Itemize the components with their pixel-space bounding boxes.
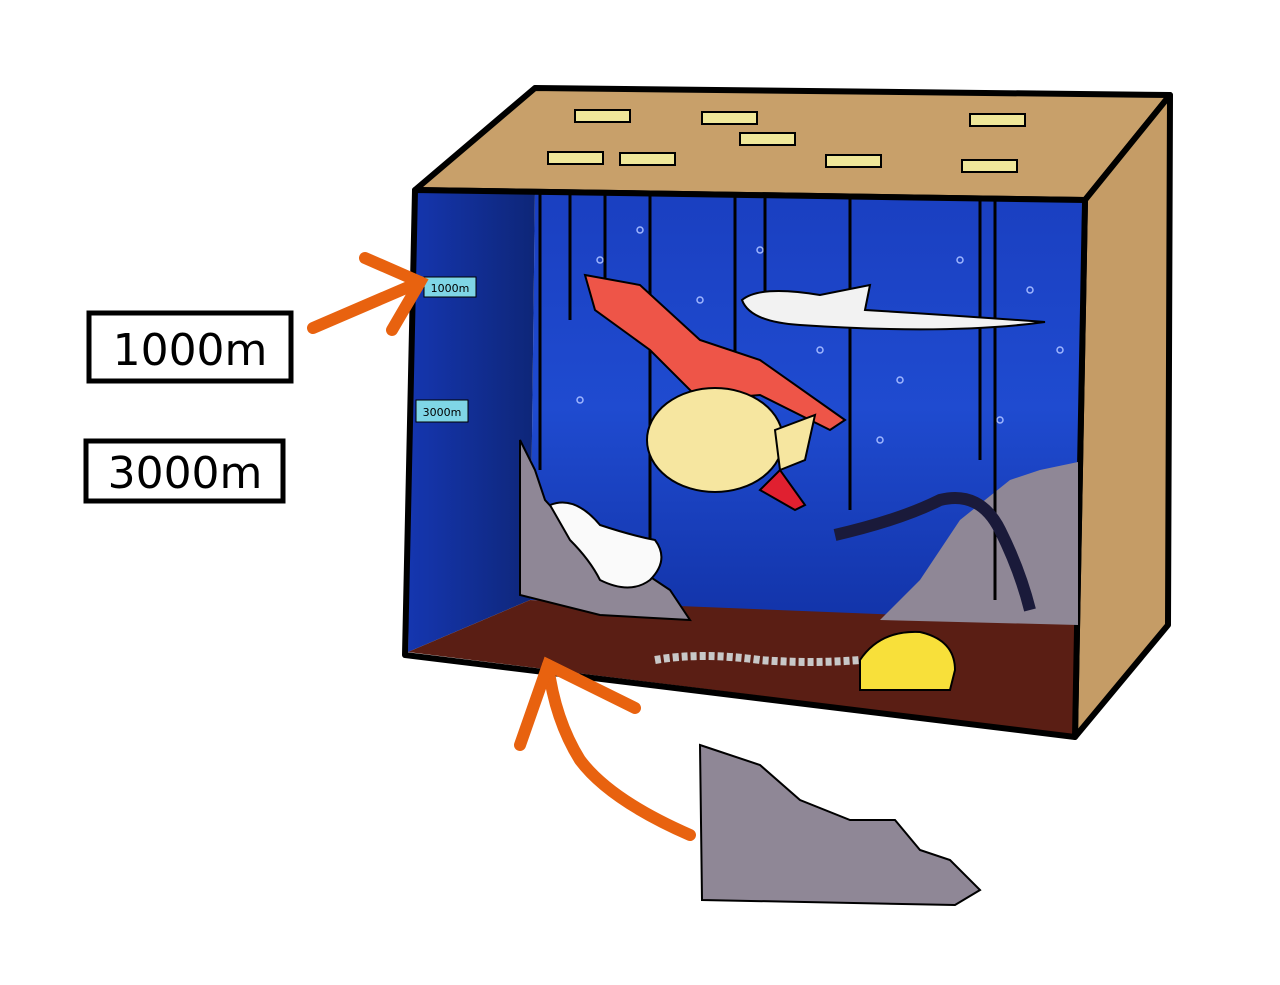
bubbles — [576, 226, 1064, 444]
tag-1000m-text: 1000m — [431, 282, 470, 295]
seafloor-chain — [654, 652, 861, 666]
arrow-to-1000m-tag — [307, 252, 429, 336]
box-front-opening — [402, 187, 1088, 740]
anglerfish — [646, 387, 817, 493]
rock-cutout-piece — [698, 743, 982, 907]
arrow-to-floor — [514, 656, 696, 841]
tag-3000m — [415, 399, 469, 423]
box-right-face — [1072, 92, 1173, 740]
label-1000m: 1000m — [113, 325, 268, 376]
sea-pig — [859, 630, 957, 691]
tape-pieces — [547, 109, 1026, 173]
tag-3000m-text: 3000m — [423, 406, 462, 419]
eel — [833, 492, 1036, 612]
oarfish — [740, 283, 1046, 331]
salamander-fish — [548, 501, 663, 589]
label-3000m: 3000m — [108, 448, 263, 499]
label-3000m-box — [83, 438, 286, 504]
left-inner-wall — [408, 190, 535, 652]
squid — [583, 273, 847, 512]
label-1000m-box — [86, 310, 294, 384]
